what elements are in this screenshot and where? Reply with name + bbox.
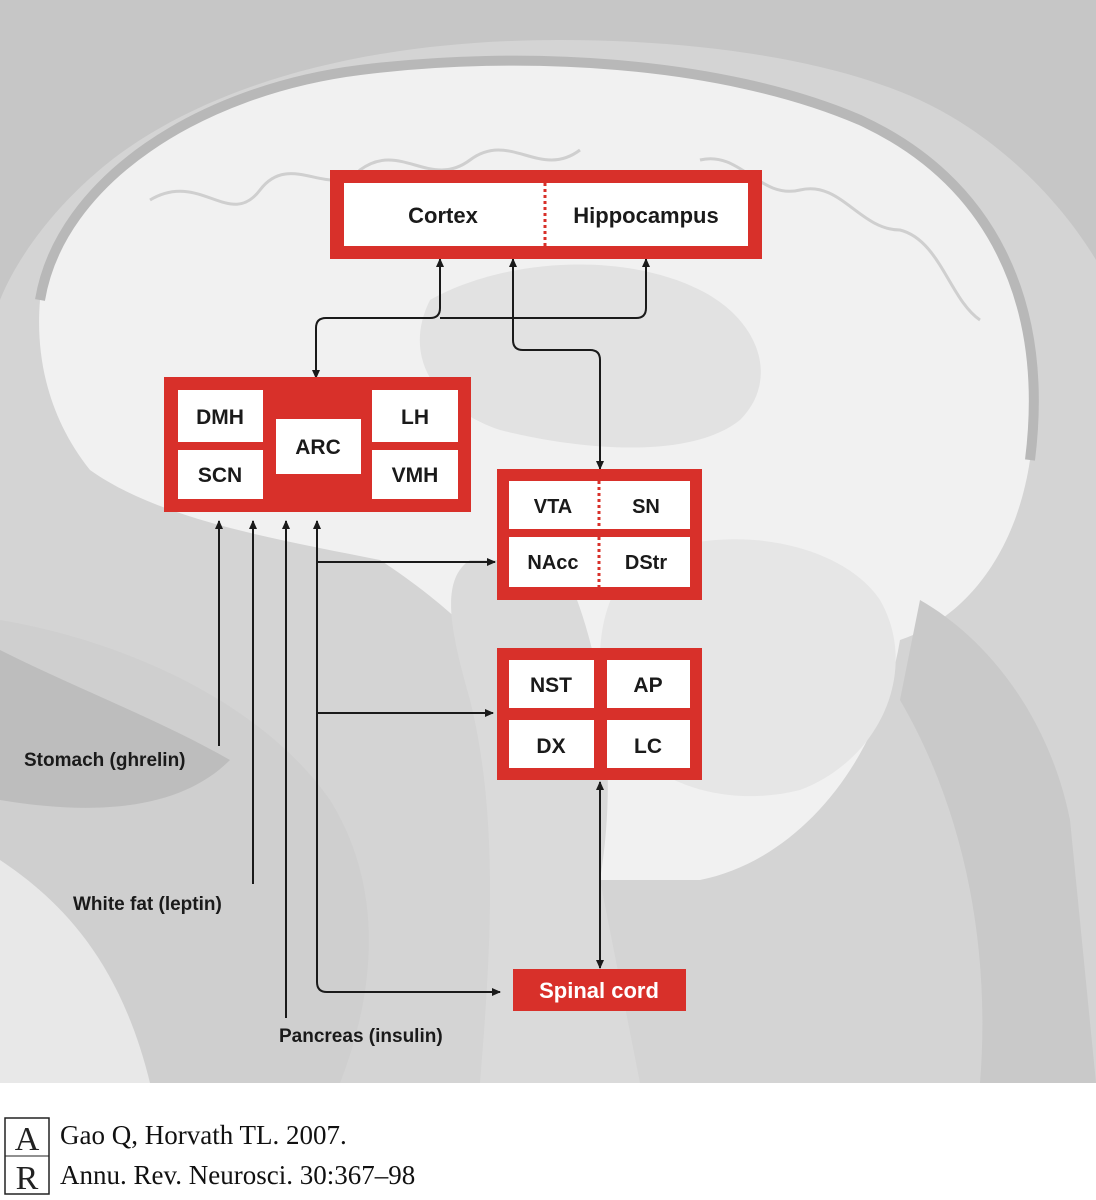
- dstr-label: DStr: [625, 552, 667, 574]
- vta-label: VTA: [534, 496, 573, 518]
- arrow-arc-column: [313, 520, 501, 996]
- lh-label: LH: [401, 406, 429, 429]
- nst-label: NST: [530, 674, 572, 697]
- citation-line-1: Gao Q, Horvath TL. 2007.: [60, 1120, 347, 1150]
- arrow-to-hippocampus: [440, 258, 650, 319]
- hippocampus-label: Hippocampus: [573, 203, 718, 228]
- svg-text:A: A: [15, 1121, 40, 1158]
- lc-label: LC: [634, 735, 662, 758]
- citation-footer: [0, 1083, 1096, 1200]
- stomach-label: Stomach (ghrelin): [24, 750, 186, 771]
- spinal-cord-label: Spinal cord: [539, 978, 659, 1003]
- connector-arrows: [215, 258, 650, 1018]
- pancreas-label: Pancreas (insulin): [279, 1026, 443, 1047]
- hindbrain-box: NST AP DX LC: [497, 648, 702, 780]
- arrow-arc-to-cortex: [312, 258, 444, 379]
- dmh-label: DMH: [196, 406, 244, 429]
- diagram-figure: Cortex Hippocampus DMH SCN ARC LH VMH VT…: [0, 0, 1096, 1083]
- arc-label: ARC: [295, 436, 341, 459]
- annual-reviews-logo: A R: [4, 1117, 50, 1195]
- arrow-hippocampus-to-vta: [509, 258, 604, 470]
- cortex-label: Cortex: [408, 203, 478, 228]
- svg-text:R: R: [16, 1160, 39, 1195]
- citation-line-2: Annu. Rev. Neurosci. 30:367–98: [60, 1160, 416, 1190]
- midbrain-box: VTA SN NAcc DStr: [497, 469, 702, 600]
- vmh-label: VMH: [392, 464, 439, 487]
- spinal-cord-box: Spinal cord: [513, 969, 686, 1011]
- hypothalamus-box: DMH SCN ARC LH VMH: [164, 377, 471, 512]
- nacc-label: NAcc: [527, 552, 578, 574]
- sn-label: SN: [632, 496, 660, 518]
- dx-label: DX: [536, 735, 565, 758]
- white-fat-label: White fat (leptin): [73, 894, 222, 915]
- ap-label: AP: [633, 674, 662, 697]
- cortex-hippocampus-box: Cortex Hippocampus: [330, 170, 762, 259]
- scn-label: SCN: [198, 464, 242, 487]
